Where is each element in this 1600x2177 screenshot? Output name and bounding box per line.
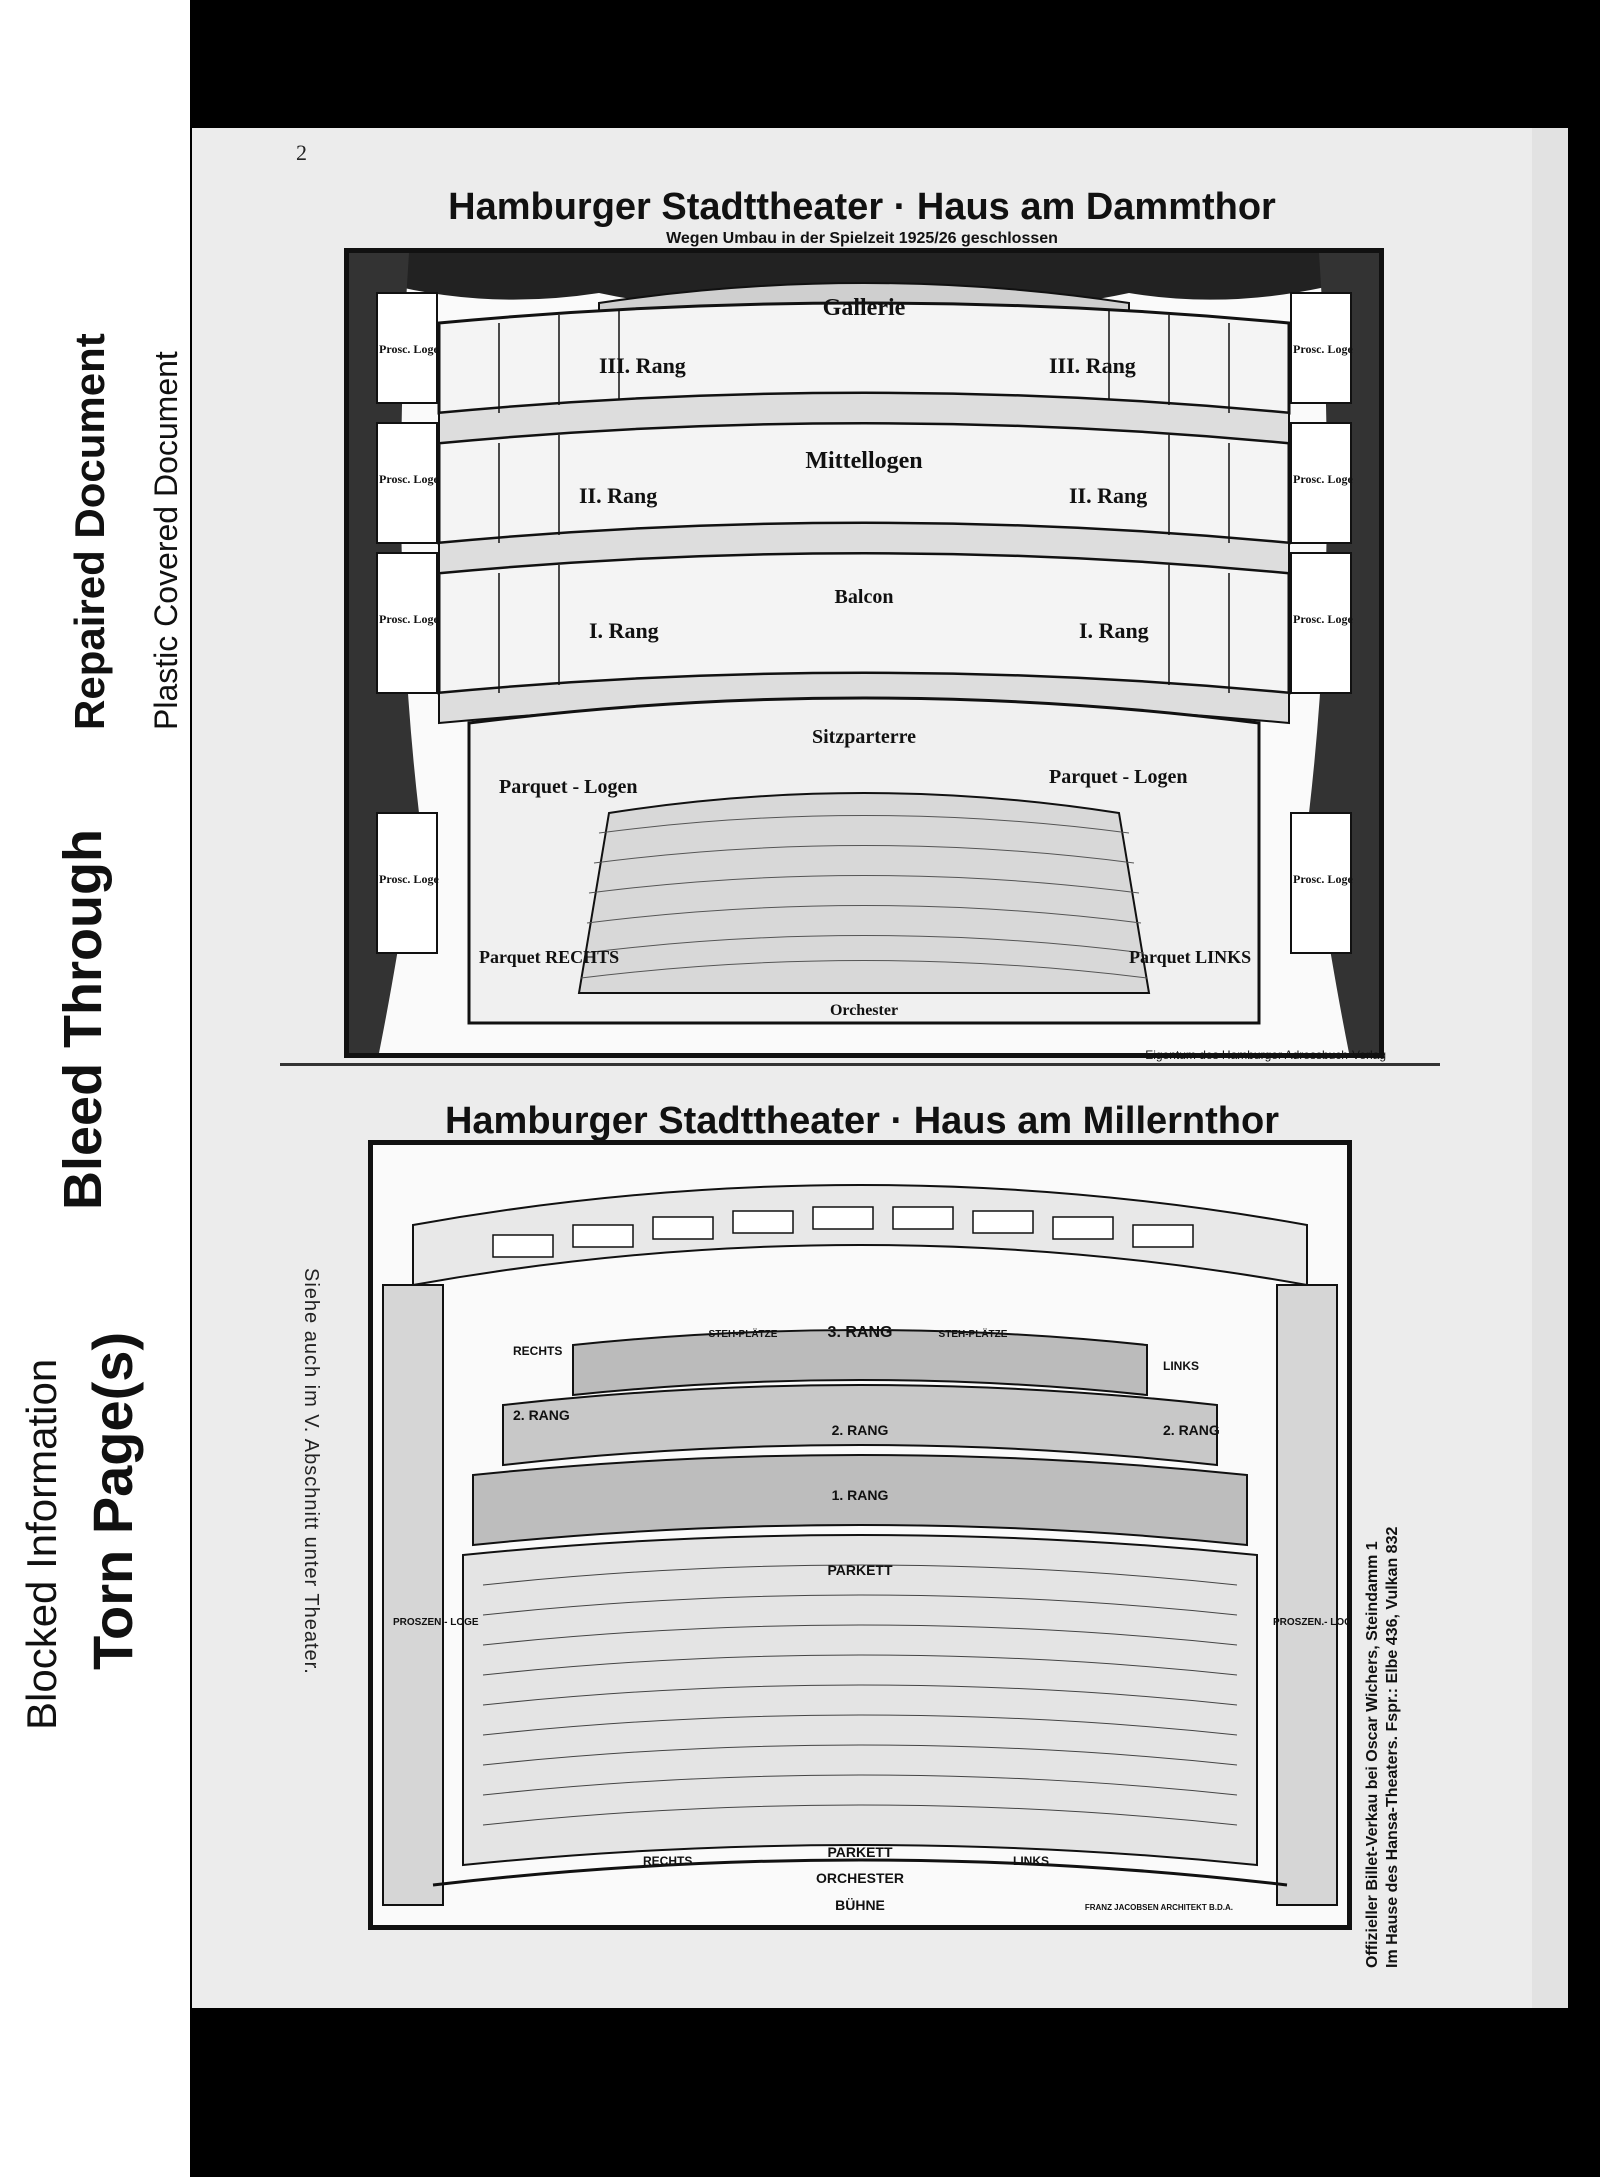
label-rang1-right: I. Rang bbox=[1079, 618, 1149, 643]
label-orchester-dammthor: Orchester bbox=[830, 1002, 898, 1019]
document-page: 2 Hamburger Stadttheater · Haus am Dammt… bbox=[192, 128, 1532, 2008]
page-number: 2 bbox=[296, 140, 307, 165]
label-rang3-right: III. Rang bbox=[1049, 353, 1136, 378]
film-edge-top bbox=[1360, 0, 1600, 130]
dammthor-plan-drawing: Gallerie III. Rang III. Rang Mittellogen… bbox=[349, 253, 1379, 1053]
label-rang2-left-mill: 2. RANG bbox=[513, 1407, 570, 1423]
stamp-bleed-through: Bleed Through bbox=[53, 829, 113, 1210]
dammthor-title: Hamburger Stadttheater · Haus am Dammtho… bbox=[448, 186, 1276, 228]
label-rang1-mill: 1. RANG bbox=[832, 1487, 889, 1503]
label-prosc-loge-2: Prosc. Loge bbox=[1293, 342, 1353, 356]
label-parquet-links: Parquet LINKS bbox=[1129, 947, 1251, 967]
millernthor-seating-plan: 3. RANG STEH-PLÄTZE STEH-PLÄTZE RECHTS L… bbox=[368, 1140, 1352, 1930]
label-orchester-mill: ORCHESTER bbox=[816, 1870, 904, 1886]
label-prosc-loge-4: Prosc. Loge bbox=[1293, 472, 1353, 486]
label-rechts-top: RECHTS bbox=[513, 1344, 562, 1358]
label-prosc-loge-5: Prosc. Loge bbox=[379, 612, 439, 626]
white-margin bbox=[0, 0, 190, 2177]
box-office-line-1: Offizieller Billet-Verkau bei Oscar Wich… bbox=[1364, 1541, 1381, 1968]
dammthor-seating-plan: Gallerie III. Rang III. Rang Mittellogen… bbox=[344, 248, 1384, 1058]
label-parquet-logen-right: Parquet - Logen bbox=[1049, 766, 1188, 788]
label-prosc-loge-8: Prosc. Loge bbox=[1293, 872, 1353, 886]
label-prosc-loge-1: Prosc. Loge bbox=[379, 342, 439, 356]
label-stehplaetze-left: STEH-PLÄTZE bbox=[709, 1327, 778, 1340]
label-rang1-left: I. Rang bbox=[589, 618, 659, 643]
adjacent-page-edge bbox=[1532, 128, 1568, 2008]
dammthor-subtitle: Wegen Umbau in der Spielzeit 1925/26 ges… bbox=[666, 230, 1058, 247]
label-rang2-center-mill: 2. RANG bbox=[832, 1422, 889, 1438]
label-proszenium-loge-left: PROSZEN.- LOGE bbox=[393, 1617, 479, 1628]
label-prosc-loge-7: Prosc. Loge bbox=[379, 872, 439, 886]
label-prosc-loge-3: Prosc. Loge bbox=[379, 472, 439, 486]
stamp-blocked-information: Blocked Information bbox=[18, 1358, 65, 1730]
label-balcon: Balcon bbox=[835, 586, 894, 608]
label-stehplaetze-right: STEH-PLÄTZE bbox=[939, 1327, 1008, 1340]
stamp-torn-pages: Torn Page(s) bbox=[81, 1331, 144, 1670]
owner-note: Eigentum des Hamburger Adressbuch-Verlag bbox=[1145, 1048, 1386, 1062]
label-rang3-left: III. Rang bbox=[599, 353, 686, 378]
label-parquet-rechts: Parquet RECHTS bbox=[479, 947, 619, 967]
film-edge-bottom bbox=[1360, 2008, 1600, 2177]
label-rang3-mill: 3. RANG bbox=[828, 1324, 893, 1341]
label-rechts-bottom: RECHTS bbox=[643, 1854, 692, 1868]
label-proszenium-loge-right: PROSZEN.- LOGE bbox=[1273, 1617, 1347, 1628]
label-gallerie: Gallerie bbox=[823, 295, 906, 321]
label-links-top: LINKS bbox=[1163, 1359, 1199, 1373]
millernthor-plan-drawing: 3. RANG STEH-PLÄTZE STEH-PLÄTZE RECHTS L… bbox=[382, 1184, 1347, 1913]
label-sitzparterre: Sitzparterre bbox=[812, 726, 916, 748]
stamp-repaired-document: Repaired Document bbox=[66, 333, 113, 730]
label-buehne: BÜHNE bbox=[835, 1897, 885, 1913]
label-architect: FRANZ JACOBSEN ARCHITEKT B.D.A. bbox=[1085, 1903, 1233, 1912]
box-office-line-2: Im Hause des Hansa-Theaters. Fspr.: Elbe… bbox=[1384, 1526, 1401, 1968]
label-rang2-right-mill: 2. RANG bbox=[1163, 1422, 1220, 1438]
stamp-plastic-covered: Plastic Covered Document bbox=[148, 351, 184, 730]
label-parquet-logen-left: Parquet - Logen bbox=[499, 776, 638, 798]
label-rang2-right: II. Rang bbox=[1069, 483, 1147, 508]
label-links-bottom: LINKS bbox=[1013, 1854, 1049, 1868]
label-parkett-bottom: PARKETT bbox=[827, 1844, 893, 1860]
label-parkett-top: PARKETT bbox=[827, 1562, 893, 1578]
label-rang2-left: II. Rang bbox=[579, 483, 657, 508]
side-note: Siehe auch im V. Abschnitt unter Theater… bbox=[300, 1268, 322, 1675]
section-divider bbox=[280, 1063, 1440, 1066]
millernthor-title: Hamburger Stadttheater · Haus am Millern… bbox=[444, 1100, 1280, 1142]
label-mittellogen: Mittellogen bbox=[805, 448, 922, 474]
label-prosc-loge-6: Prosc. Loge bbox=[1293, 612, 1353, 626]
